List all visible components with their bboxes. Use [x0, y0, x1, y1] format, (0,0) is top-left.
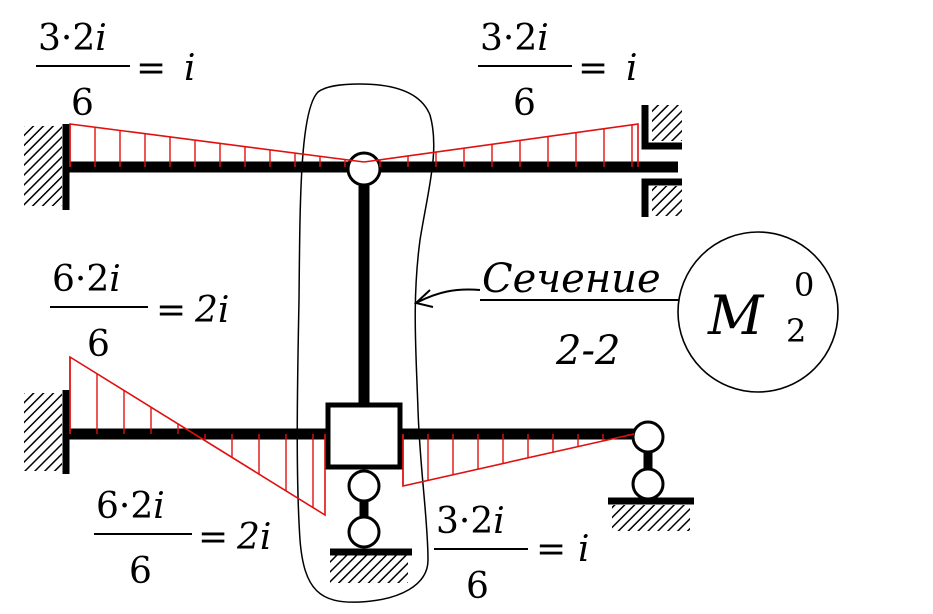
svg-text:2i: 2i — [194, 290, 229, 331]
svg-text:i: i — [578, 529, 590, 570]
svg-text:=: = — [156, 290, 186, 331]
label-bottom-left: 6·2i 6 = 2i — [94, 486, 271, 592]
fixed-support-top-left-hatch — [24, 126, 62, 206]
svg-text:i: i — [184, 48, 196, 89]
slide-support-hatch-upper — [652, 105, 682, 141]
svg-text:6: 6 — [513, 83, 536, 124]
label-middle-left: 6·2i 6 = 2i — [50, 259, 229, 365]
svg-text:6: 6 — [87, 324, 110, 365]
slide-support-hatch-lower — [652, 186, 682, 216]
fixed-support-bottom-left-hatch — [24, 393, 62, 471]
center-support-hinge-lower — [347, 515, 381, 549]
top-hinge — [346, 151, 382, 187]
rigid-joint — [325, 402, 403, 470]
label-top-left: 3·2i 6 = i — [36, 18, 196, 124]
svg-text:6: 6 — [466, 566, 489, 607]
section-label: Сечение 2-2 — [413, 256, 680, 374]
svg-text:3·2i: 3·2i — [480, 18, 549, 59]
svg-text:i: i — [626, 48, 638, 89]
label-top-right: 3·2i 6 = i — [478, 18, 638, 124]
svg-text:=: = — [198, 517, 228, 558]
svg-text:3·2i: 3·2i — [436, 501, 505, 542]
label-bottom-right: 3·2i 6 = i — [434, 501, 590, 607]
svg-text:2i: 2i — [236, 517, 271, 558]
slide-support-guide-lower — [641, 178, 682, 217]
svg-text:M: M — [707, 284, 765, 347]
section-arrow — [417, 288, 481, 303]
moment-epures — [69, 123, 639, 517]
right-support-ground-hatch — [612, 505, 690, 531]
svg-text:0: 0 — [794, 266, 814, 304]
slide-support-guide-upper — [641, 105, 682, 150]
moment-circle — [677, 231, 839, 393]
epure-bottom-right — [402, 433, 635, 488]
svg-text:2: 2 — [786, 312, 806, 350]
svg-text:=: = — [536, 529, 566, 570]
svg-text:6·2i: 6·2i — [52, 259, 121, 300]
right-support-hinge-lower — [631, 467, 665, 501]
moment-state-label: M 0 2 — [677, 231, 839, 393]
svg-text:Сечение: Сечение — [482, 256, 661, 302]
right-support-hinge-upper — [631, 420, 665, 454]
epure-top-right — [363, 123, 639, 167]
svg-text:=: = — [136, 48, 166, 89]
section-contour — [296, 83, 435, 603]
svg-text:6: 6 — [71, 83, 94, 124]
center-support-ground-hatch — [330, 555, 408, 583]
svg-text:2-2: 2-2 — [555, 328, 620, 374]
center-support-hinge-upper — [347, 469, 381, 503]
section-arrow-head — [413, 289, 434, 308]
svg-text:=: = — [578, 48, 608, 89]
svg-text:3·2i: 3·2i — [38, 18, 107, 59]
svg-text:6: 6 — [129, 551, 152, 592]
svg-text:6·2i: 6·2i — [96, 486, 165, 527]
